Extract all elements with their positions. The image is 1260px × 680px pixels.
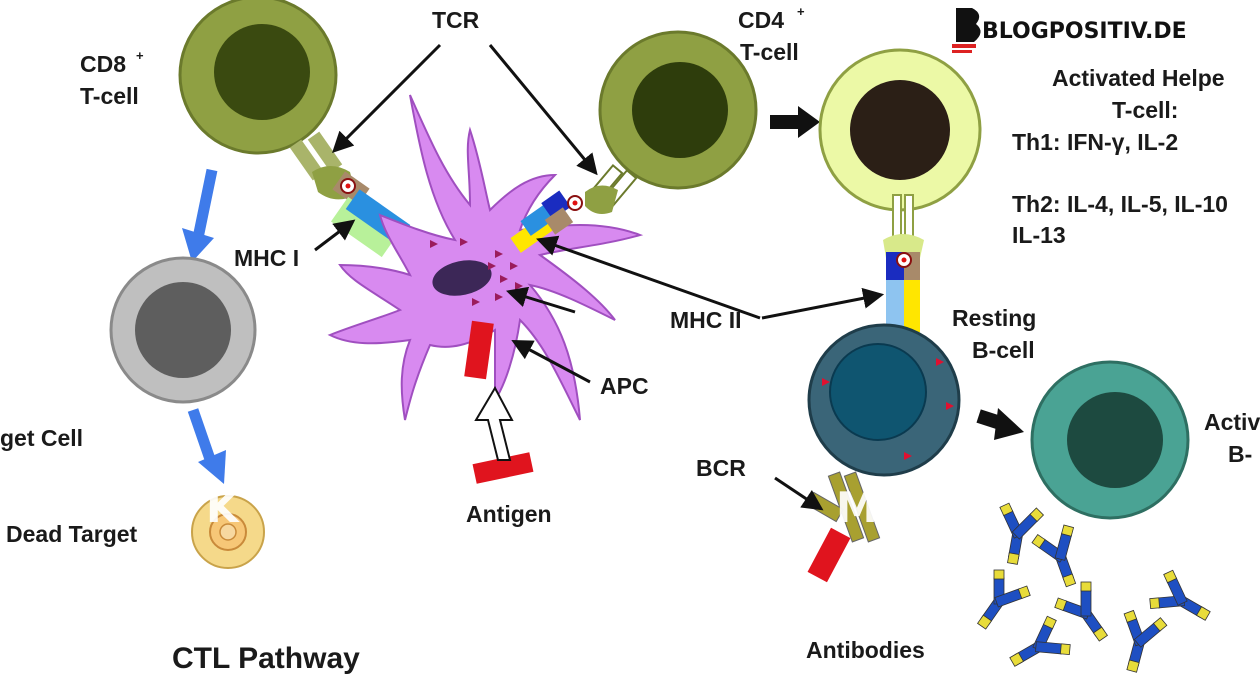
watermark: BLOGPOSITIV.DE K M DE	[206, 8, 1187, 532]
antibody	[1149, 569, 1211, 621]
label-th2-il13: IL-13	[1012, 222, 1066, 248]
activated-helper-t-cell	[818, 48, 982, 212]
mhc-ii-molecule-apc	[510, 190, 583, 253]
cd8-t-cell	[178, 0, 338, 155]
label-activated-b: Activ	[1204, 409, 1260, 435]
label-tcr: TCR	[432, 7, 480, 33]
free-antigen	[472, 452, 534, 484]
pathway-arrow-2	[187, 408, 226, 484]
label-mhc-i: MHC I	[234, 245, 299, 271]
label-cd4: CD4	[738, 7, 784, 33]
antibody	[1123, 609, 1168, 673]
watermark-ghost-left: K	[206, 483, 240, 532]
label-th2: Th2: IL-4, IL-5, IL-10	[1012, 191, 1228, 217]
label-bcr: BCR	[696, 455, 746, 481]
antibody	[1054, 581, 1109, 642]
label-pointer-arrows	[314, 43, 885, 511]
dead-target-cell	[191, 495, 265, 569]
label-resting-bcell: B-cell	[972, 337, 1035, 363]
label-cd8-tcell: T-cell	[80, 83, 139, 109]
label-apc: APC	[600, 373, 649, 399]
activation-arrow	[770, 106, 820, 138]
label-activated-helper: Activated Helpe	[1052, 65, 1225, 91]
label-cd4-sup: +	[797, 4, 805, 19]
label-target-cell: get Cell	[0, 425, 83, 451]
label-antibodies: Antibodies	[806, 637, 925, 663]
label-activated-helper-tcell: T-cell:	[1112, 97, 1178, 123]
label-th1: Th1: IFN-γ, IL-2	[1012, 129, 1178, 155]
antigen-uptake-arrow	[474, 385, 514, 461]
watermark-ghost-right: M DE	[836, 483, 956, 532]
antibody	[976, 569, 1031, 630]
label-activated-b-cell: B-	[1228, 441, 1252, 467]
mhc-ii-molecule-bcell	[886, 252, 920, 332]
label-ctl-pathway: CTL Pathway	[172, 642, 360, 675]
bcr-antigen	[807, 527, 851, 583]
antibodies-group	[976, 502, 1211, 673]
antibody	[1031, 524, 1077, 588]
pathway-arrow-1	[182, 168, 218, 262]
activated-b-cell	[1030, 360, 1190, 520]
target-cell	[109, 256, 257, 404]
label-mhc-ii: MHC II	[670, 307, 742, 333]
cd4-tcr-receptor	[585, 163, 638, 214]
b-activation-arrow	[976, 408, 1024, 440]
cd4-t-cell	[598, 30, 758, 190]
antibody	[1009, 615, 1071, 667]
label-resting: Resting	[952, 305, 1036, 331]
resting-b-cell	[807, 323, 961, 477]
antibody	[999, 502, 1045, 565]
label-cd4-tcell: T-cell	[740, 39, 799, 65]
label-antigen: Antigen	[466, 501, 552, 527]
label-dead-target: Dead Target	[6, 521, 138, 547]
blogpositiv-logo-icon	[952, 8, 981, 53]
label-cd8-sup: +	[136, 48, 144, 63]
antigen-on-apc	[464, 320, 494, 380]
label-cd8: CD8	[80, 51, 126, 77]
watermark-text: BLOGPOSITIV.DE	[982, 19, 1187, 44]
